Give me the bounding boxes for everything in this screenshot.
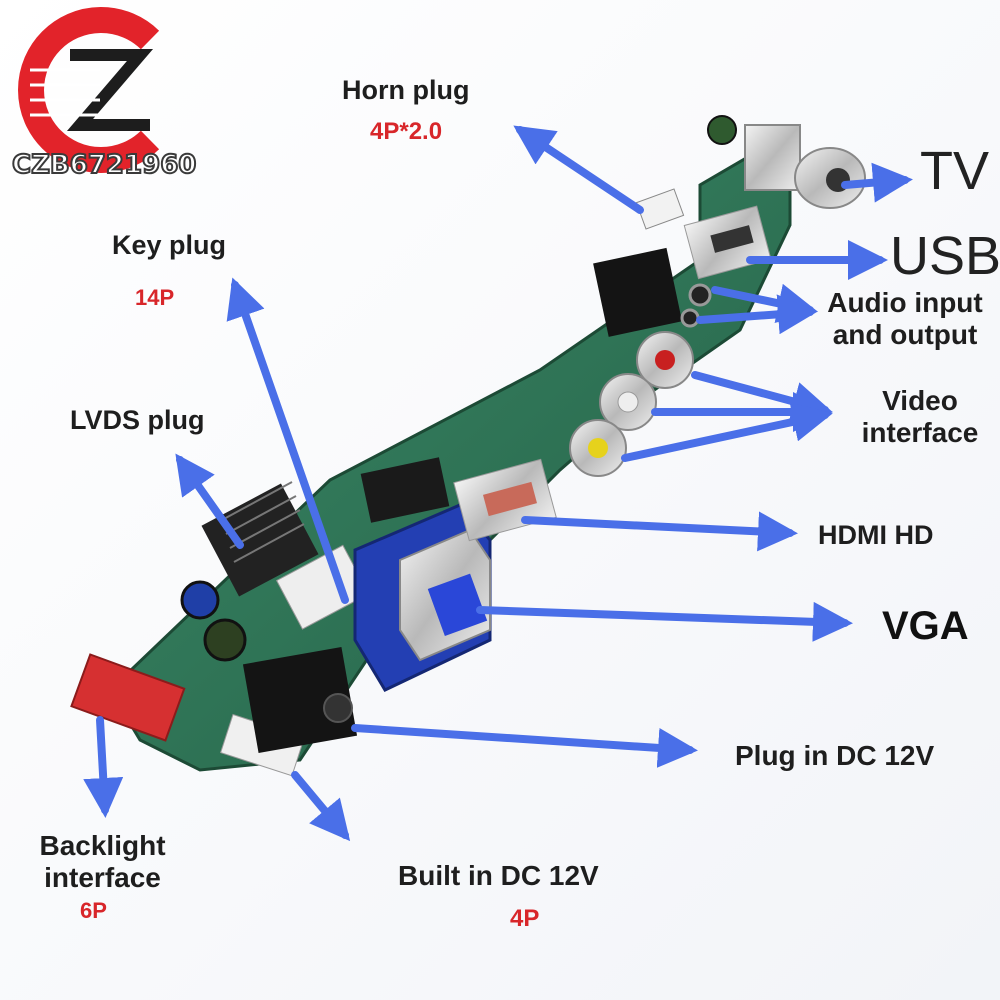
label-hdmi: HDMI HD	[818, 520, 934, 550]
label-usb: USB	[890, 226, 1000, 286]
label-builtin-dc-spec: 4P	[510, 905, 540, 932]
label-key-plug: Key plug	[112, 230, 227, 260]
capacitor	[203, 618, 247, 662]
arrow-backlight	[83, 716, 124, 818]
label-audio-line2: and output	[832, 319, 978, 351]
horn-connector	[635, 188, 685, 230]
rca-jacks	[569, 331, 694, 477]
label-vga: VGA	[882, 604, 969, 648]
callout-arrows	[83, 125, 913, 842]
label-video: Video interface	[845, 385, 995, 449]
tv-tuner	[744, 124, 801, 191]
brand-logo-text: CZB6721960	[11, 149, 197, 181]
label-key-plug-spec: 14P	[135, 285, 175, 310]
label-horn-plug: Horn plug	[342, 75, 470, 105]
label-video-line2: interface	[861, 417, 979, 449]
arrow-dc	[351, 724, 698, 768]
label-backlight: Backlight interface	[30, 830, 175, 894]
label-lvds-plug: LVDS plug	[70, 405, 205, 435]
arrow-key	[226, 277, 349, 604]
capacitor	[180, 580, 220, 620]
audio-jack	[593, 247, 683, 337]
arrow-video-3	[621, 402, 833, 462]
label-video-line1: Video	[882, 385, 958, 416]
arrow-hdmi	[521, 511, 798, 552]
arrow-lvds	[175, 453, 244, 549]
label-tv: TV	[920, 141, 990, 201]
label-dc-plug: Plug in DC 12V	[735, 740, 935, 771]
brand-logo	[18, 7, 160, 173]
arrow-builtin-dc	[291, 771, 351, 842]
capacitor	[707, 115, 737, 145]
label-audio-line1: Audio input	[827, 287, 983, 318]
arrow-tv	[841, 162, 913, 203]
dc-jack	[242, 647, 358, 753]
label-backlight-line1: Backlight	[39, 830, 166, 861]
label-horn-plug-spec: 4P*2.0	[370, 118, 443, 145]
backlight-connector	[70, 653, 186, 742]
label-builtin-dc: Built in DC 12V	[398, 860, 599, 891]
arrow-audio-2	[696, 294, 818, 335]
label-audio: Audio input and output	[815, 287, 995, 351]
label-backlight-line2: interface	[44, 862, 161, 894]
arrow-vga	[476, 601, 853, 642]
main-chip	[360, 457, 450, 523]
arrow-horn	[513, 125, 644, 214]
pcb-board	[70, 115, 866, 777]
label-backlight-spec: 6P	[80, 898, 107, 923]
